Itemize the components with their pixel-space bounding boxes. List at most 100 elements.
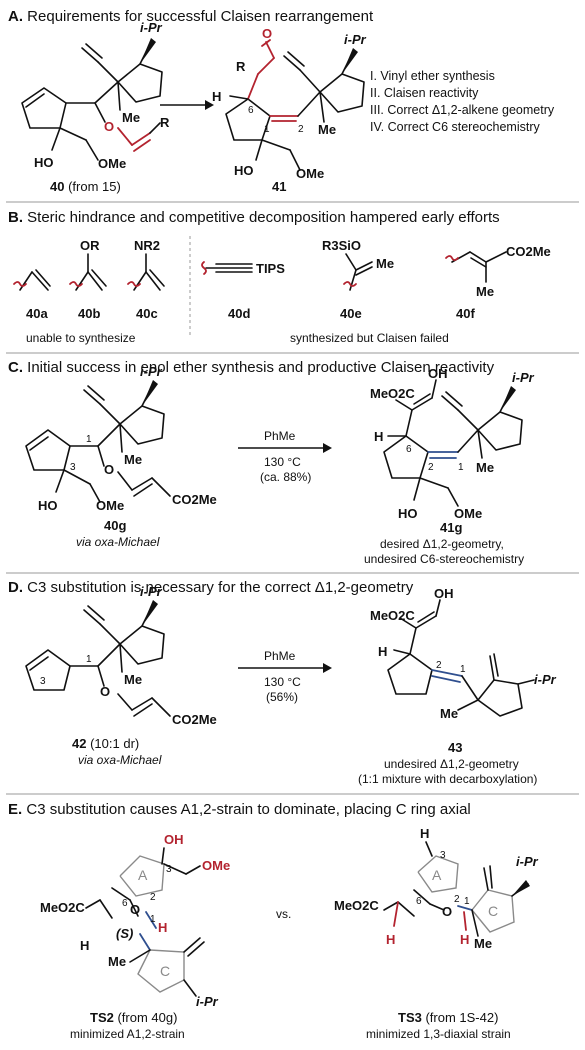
label-oh-41g: OH (428, 366, 448, 381)
label-o: O (104, 119, 114, 134)
label-ipr-41: i-Pr (344, 32, 367, 47)
label-me-41g: Me (476, 460, 494, 475)
fragment-40d (201, 261, 253, 275)
label-co2me-40g: CO2Me (172, 492, 217, 507)
label-o-aldehyde: O (262, 26, 272, 41)
label-me-41: Me (318, 122, 336, 137)
label-meo2c-43: MeO2C (370, 608, 415, 623)
ts2-caption: minimized A1,2-strain (70, 1027, 185, 1041)
label-ome: OMe (98, 156, 126, 171)
locant-6-ts2: 6 (122, 898, 128, 909)
label-me-40f: Me (476, 284, 494, 299)
label-ho-41g: HO (398, 506, 418, 521)
ts2-structure (85, 847, 205, 997)
compound-40g-label: 40g (104, 518, 126, 533)
label-ipr-ts2: i-Pr (196, 994, 219, 1009)
label-o-ts2: O (130, 902, 140, 917)
locant-6: 6 (248, 105, 254, 116)
compound-40b-label: 40b (78, 306, 100, 321)
locant-3-40g: 3 (70, 462, 76, 473)
locant-6-41g: 6 (406, 444, 412, 455)
caption-failed: synthesized but Claisen failed (290, 331, 449, 345)
label-ho-41: HO (234, 163, 254, 178)
locant-1-42: 1 (86, 654, 92, 665)
compound-41g-note-1: desired Δ1,2-geometry, (380, 537, 504, 551)
locant-2-ts3: 2 (454, 894, 460, 905)
locant-1-43: 1 (460, 664, 466, 675)
locant-2-43: 2 (436, 660, 442, 671)
yield-d: (56%) (266, 690, 298, 704)
label-co2me-40f: CO2Me (506, 244, 551, 259)
locant-1-40g: 1 (86, 434, 92, 445)
reagent-c: PhMe (264, 429, 296, 443)
label-ome-ts2: OMe (202, 858, 230, 873)
locant-3-ts2: 3 (166, 864, 172, 875)
ts3-structure (383, 841, 530, 937)
panel-a: A. Requirements for successful Claisen r… (8, 8, 555, 194)
label-o-40g: O (104, 462, 114, 477)
locant-1-ts2: 1 (150, 914, 156, 925)
compound-41-label: 41 (272, 179, 286, 194)
panel-e: E. C3 substitution causes A1,2-strain to… (8, 801, 539, 1041)
label-h2-ts2: H (80, 938, 89, 953)
label-me-ts2: Me (108, 954, 126, 969)
ring-c-ts3: C (488, 903, 498, 919)
panel-c: C. Initial success in enol ether synthes… (8, 359, 535, 566)
locant-1-ts3: 1 (464, 896, 470, 907)
label-oh-43: OH (434, 586, 454, 601)
label-h-ts3: H (420, 826, 429, 841)
label-h2-ts3: H (460, 932, 469, 947)
arrowhead-a (205, 100, 214, 110)
locant-1-41g: 1 (458, 462, 464, 473)
compound-43-note-1: undesired Δ1,2-geometry (384, 757, 519, 771)
label-ome-41: OMe (296, 166, 324, 181)
label-me-ts3: Me (474, 936, 492, 951)
requirement-3: III. Correct Δ1,2-alkene geometry (370, 103, 555, 117)
label-oh-ts2: OH (164, 832, 184, 847)
ts2-label: TS2 (from 40g) (90, 1010, 177, 1025)
label-ipr-ts3: i-Pr (516, 854, 539, 869)
compound-40g-note: via oxa-Michael (76, 535, 160, 549)
label-nr2: NR2 (134, 238, 160, 253)
arrowhead-d (323, 663, 332, 673)
compound-40a-label: 40a (26, 306, 48, 321)
panel-d: D. C3 substitution is necessary for the … (8, 579, 557, 786)
reagent-d: PhMe (264, 649, 296, 663)
compound-41g-note-2: undesired C6-stereochemistry (364, 552, 524, 566)
conditions-d: 130 °C (264, 675, 301, 689)
label-h-41g: H (374, 429, 383, 444)
compound-40d-label: 40d (228, 306, 250, 321)
fragment-40a (13, 269, 51, 291)
label-ome-41g: OMe (454, 506, 482, 521)
ring-a-ts3: A (432, 867, 442, 883)
ring-a-ts2: A (138, 867, 148, 883)
panel-b: B. Steric hindrance and competitive deco… (8, 209, 551, 345)
panel-b-title: B. Steric hindrance and competitive deco… (8, 209, 500, 226)
fragment-40b (69, 253, 107, 291)
label-ipr: i-Pr (140, 20, 163, 35)
compound-42-label: 42 (10:1 dr) (72, 736, 139, 751)
conditions-c: 130 °C (264, 455, 301, 469)
compound-40-label: 40 (from 15) (50, 179, 121, 194)
label-ome-40g: OMe (96, 498, 124, 513)
requirement-2: II. Claisen reactivity (370, 86, 479, 100)
label-r3sio: R3SiO (322, 238, 361, 253)
compound-41g-label: 41g (440, 520, 462, 535)
label-ipr-42: i-Pr (140, 584, 163, 599)
label-h1-ts3: H (386, 932, 395, 947)
panel-d-title: D. C3 substitution is necessary for the … (8, 579, 414, 596)
label-ipr-43: i-Pr (534, 672, 557, 687)
label-or: OR (80, 238, 100, 253)
compound-42-structure (25, 600, 171, 717)
ts3-label: TS3 (from 1S-42) (398, 1010, 498, 1025)
locant-2: 2 (298, 124, 304, 135)
panel-e-title: E. C3 substitution causes A1,2-strain to… (8, 801, 471, 818)
compound-40f-label: 40f (456, 306, 475, 321)
label-meo2c-ts3: MeO2C (334, 898, 379, 913)
label-ho: HO (34, 155, 54, 170)
compound-41g-structure (383, 379, 523, 507)
arrowhead-c (323, 443, 332, 453)
locant-3-ts3: 3 (440, 850, 446, 861)
panel-a-title: A. Requirements for successful Claisen r… (8, 8, 374, 25)
label-ho-40g: HO (38, 498, 58, 513)
